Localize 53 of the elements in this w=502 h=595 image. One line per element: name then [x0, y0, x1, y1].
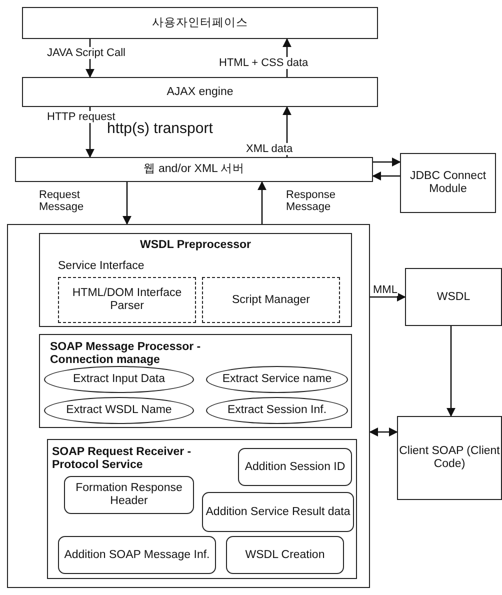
process-box	[397, 416, 502, 500]
box-heading: WSDL Preprocessor	[139, 239, 252, 252]
ellipse-node	[206, 366, 348, 393]
box-label: Script Manager	[232, 294, 310, 306]
edge-label: MML	[372, 284, 398, 296]
box-label: WSDL Creation	[245, 548, 325, 562]
box-label: Extract Service name	[222, 373, 332, 386]
box-label: Formation Response Header	[74, 482, 184, 508]
ellipse-node	[206, 397, 348, 424]
arrow	[369, 427, 398, 437]
box-heading: SOAP Message Processor -Connection manage	[50, 341, 202, 367]
process-box	[405, 268, 502, 326]
edge-label: XML data	[245, 143, 294, 155]
dashed-box	[202, 277, 340, 323]
arrow	[372, 171, 400, 181]
box-label: 웹 and/or XML 서버	[143, 163, 245, 176]
arrow	[370, 292, 406, 302]
container-box	[47, 439, 357, 579]
edge-label: JAVA Script Call	[46, 47, 126, 59]
container-box	[39, 233, 352, 327]
box-label: Client SOAP (Client Code)	[398, 445, 501, 471]
box-label: Addition Session ID	[244, 460, 346, 474]
box-heading: SOAP Request Receiver -Protocol Service	[52, 446, 192, 472]
edge-label: HTML + CSS data	[218, 57, 310, 69]
arrow	[446, 326, 456, 417]
rounded-box	[58, 536, 216, 574]
box-label: Extract Input Data	[72, 373, 166, 386]
box-label: AJAX engine	[166, 86, 234, 98]
process-box	[15, 157, 373, 182]
container-box	[39, 334, 352, 428]
arrow	[373, 157, 401, 167]
box-subheading: Service Interface	[58, 260, 146, 273]
arrow	[122, 182, 132, 225]
box-label: HTML/DOM Interface Parser	[71, 287, 183, 313]
note: http(s) transport	[107, 120, 213, 137]
box-label: Extract WSDL Name	[66, 404, 172, 417]
box-label: JDBC Connect Module	[408, 170, 488, 196]
dashed-box	[58, 277, 196, 323]
rounded-box	[226, 536, 344, 574]
edge-label: HTTP request	[46, 111, 116, 123]
rounded-box	[238, 448, 352, 486]
arrow	[257, 181, 267, 224]
process-box	[22, 7, 378, 39]
box-label: Addition Service Result data	[206, 506, 350, 518]
process-box	[400, 153, 496, 213]
box-label: Addition SOAP Message Inf.	[64, 548, 210, 562]
rounded-box	[64, 476, 194, 514]
process-box	[22, 77, 378, 107]
box-label: WSDL	[436, 290, 470, 304]
box-label: 사용자인터페이스	[152, 16, 248, 30]
rounded-box	[202, 492, 354, 532]
box-label: Extract Session Inf.	[227, 404, 327, 417]
container-box	[7, 224, 370, 588]
